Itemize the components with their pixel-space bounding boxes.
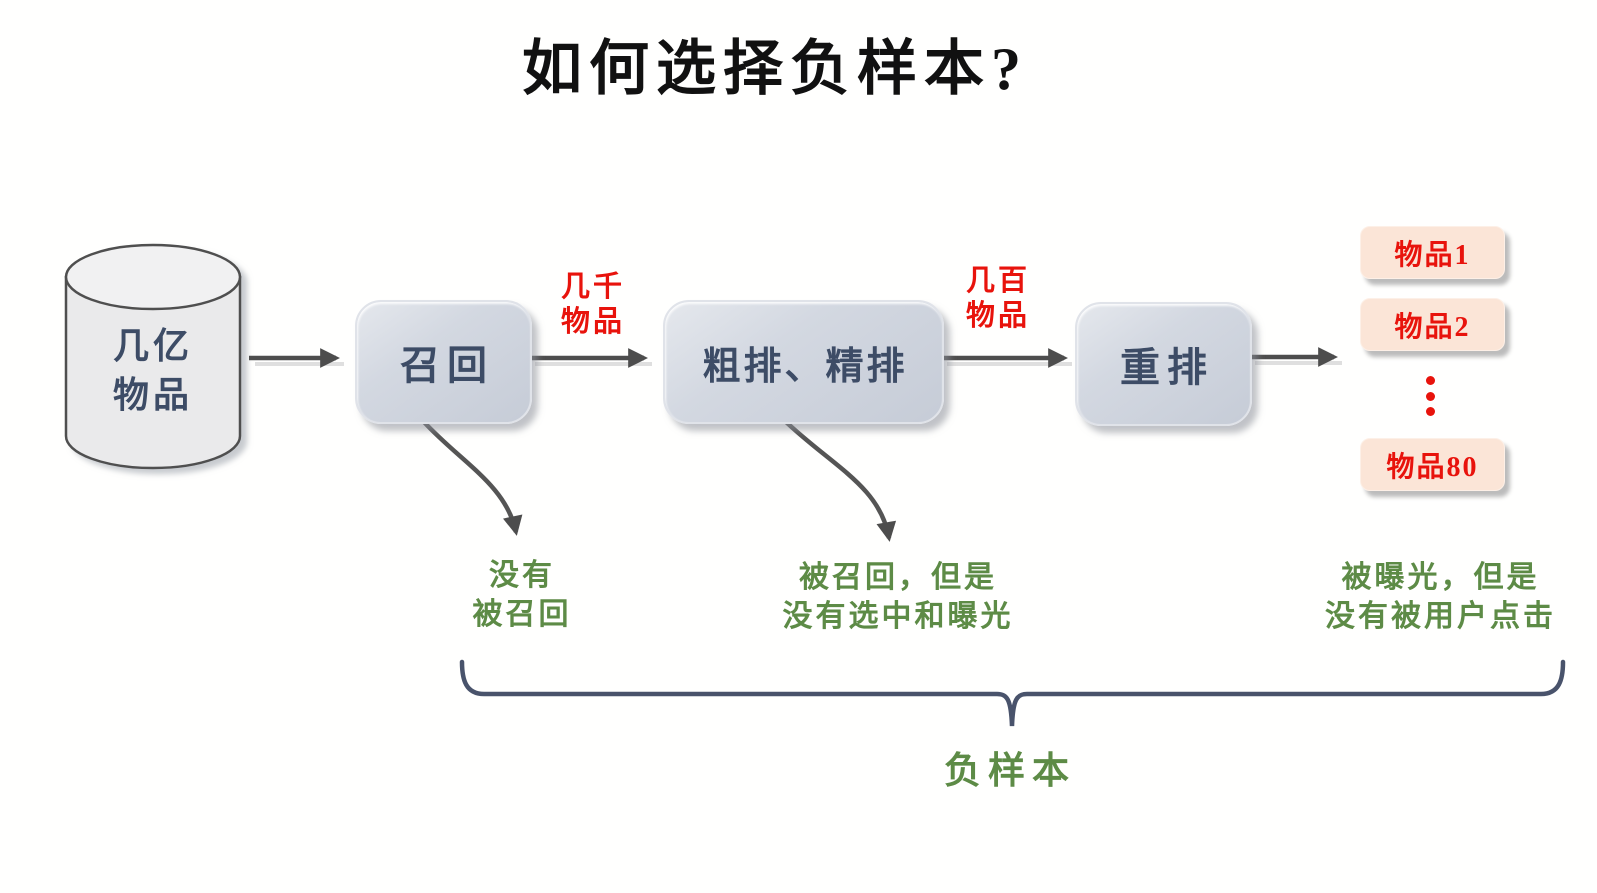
output-item-2-card: 物品2 — [1360, 298, 1505, 351]
arrow-rank-dropout — [782, 418, 897, 542]
annotation-not-recalled: 没有 被召回 — [472, 559, 572, 631]
ellipsis-dot — [1425, 376, 1435, 385]
stage-recall-label: 召回 — [400, 343, 494, 388]
output-item-80-card: 物品80 — [1360, 438, 1505, 491]
page-title: 如何选择负样本? — [522, 36, 1028, 102]
negative-samples-brace — [459, 659, 1566, 727]
stage-coarse-fine-rank-box: 粗排、精排 — [663, 300, 944, 424]
edge-label-hundreds-items: 几百 物品 — [965, 265, 1030, 333]
stage-rerank-box: 重排 — [1075, 302, 1252, 426]
items-database-label: 几亿 物品 — [112, 326, 193, 415]
annotation-recalled-not-exposed: 被召回，但是 没有选中和曝光 — [782, 561, 1014, 633]
stage-recall-box: 召回 — [355, 300, 532, 424]
output-item-80-label: 物品80 — [1386, 451, 1479, 483]
arrow-recall-dropout — [422, 420, 523, 536]
edge-label-thousands-items: 几千 物品 — [560, 271, 625, 339]
output-item-1-label: 物品1 — [1394, 239, 1471, 271]
output-item-2-label: 物品2 — [1394, 311, 1471, 343]
dropout-arrows — [422, 418, 897, 542]
annotation-exposed-not-clicked: 被曝光，但是 没有被用户点击 — [1325, 561, 1556, 633]
ellipsis-dot — [1425, 407, 1435, 416]
ellipsis-dot — [1425, 391, 1435, 401]
vertical-ellipsis-icon — [1424, 376, 1436, 416]
stage-rerank-label: 重排 — [1120, 345, 1214, 390]
stage-coarse-fine-rank-label: 粗排、精排 — [702, 345, 908, 388]
output-item-1-card: 物品1 — [1360, 226, 1505, 279]
negative-samples-label: 负样本 — [944, 751, 1076, 792]
